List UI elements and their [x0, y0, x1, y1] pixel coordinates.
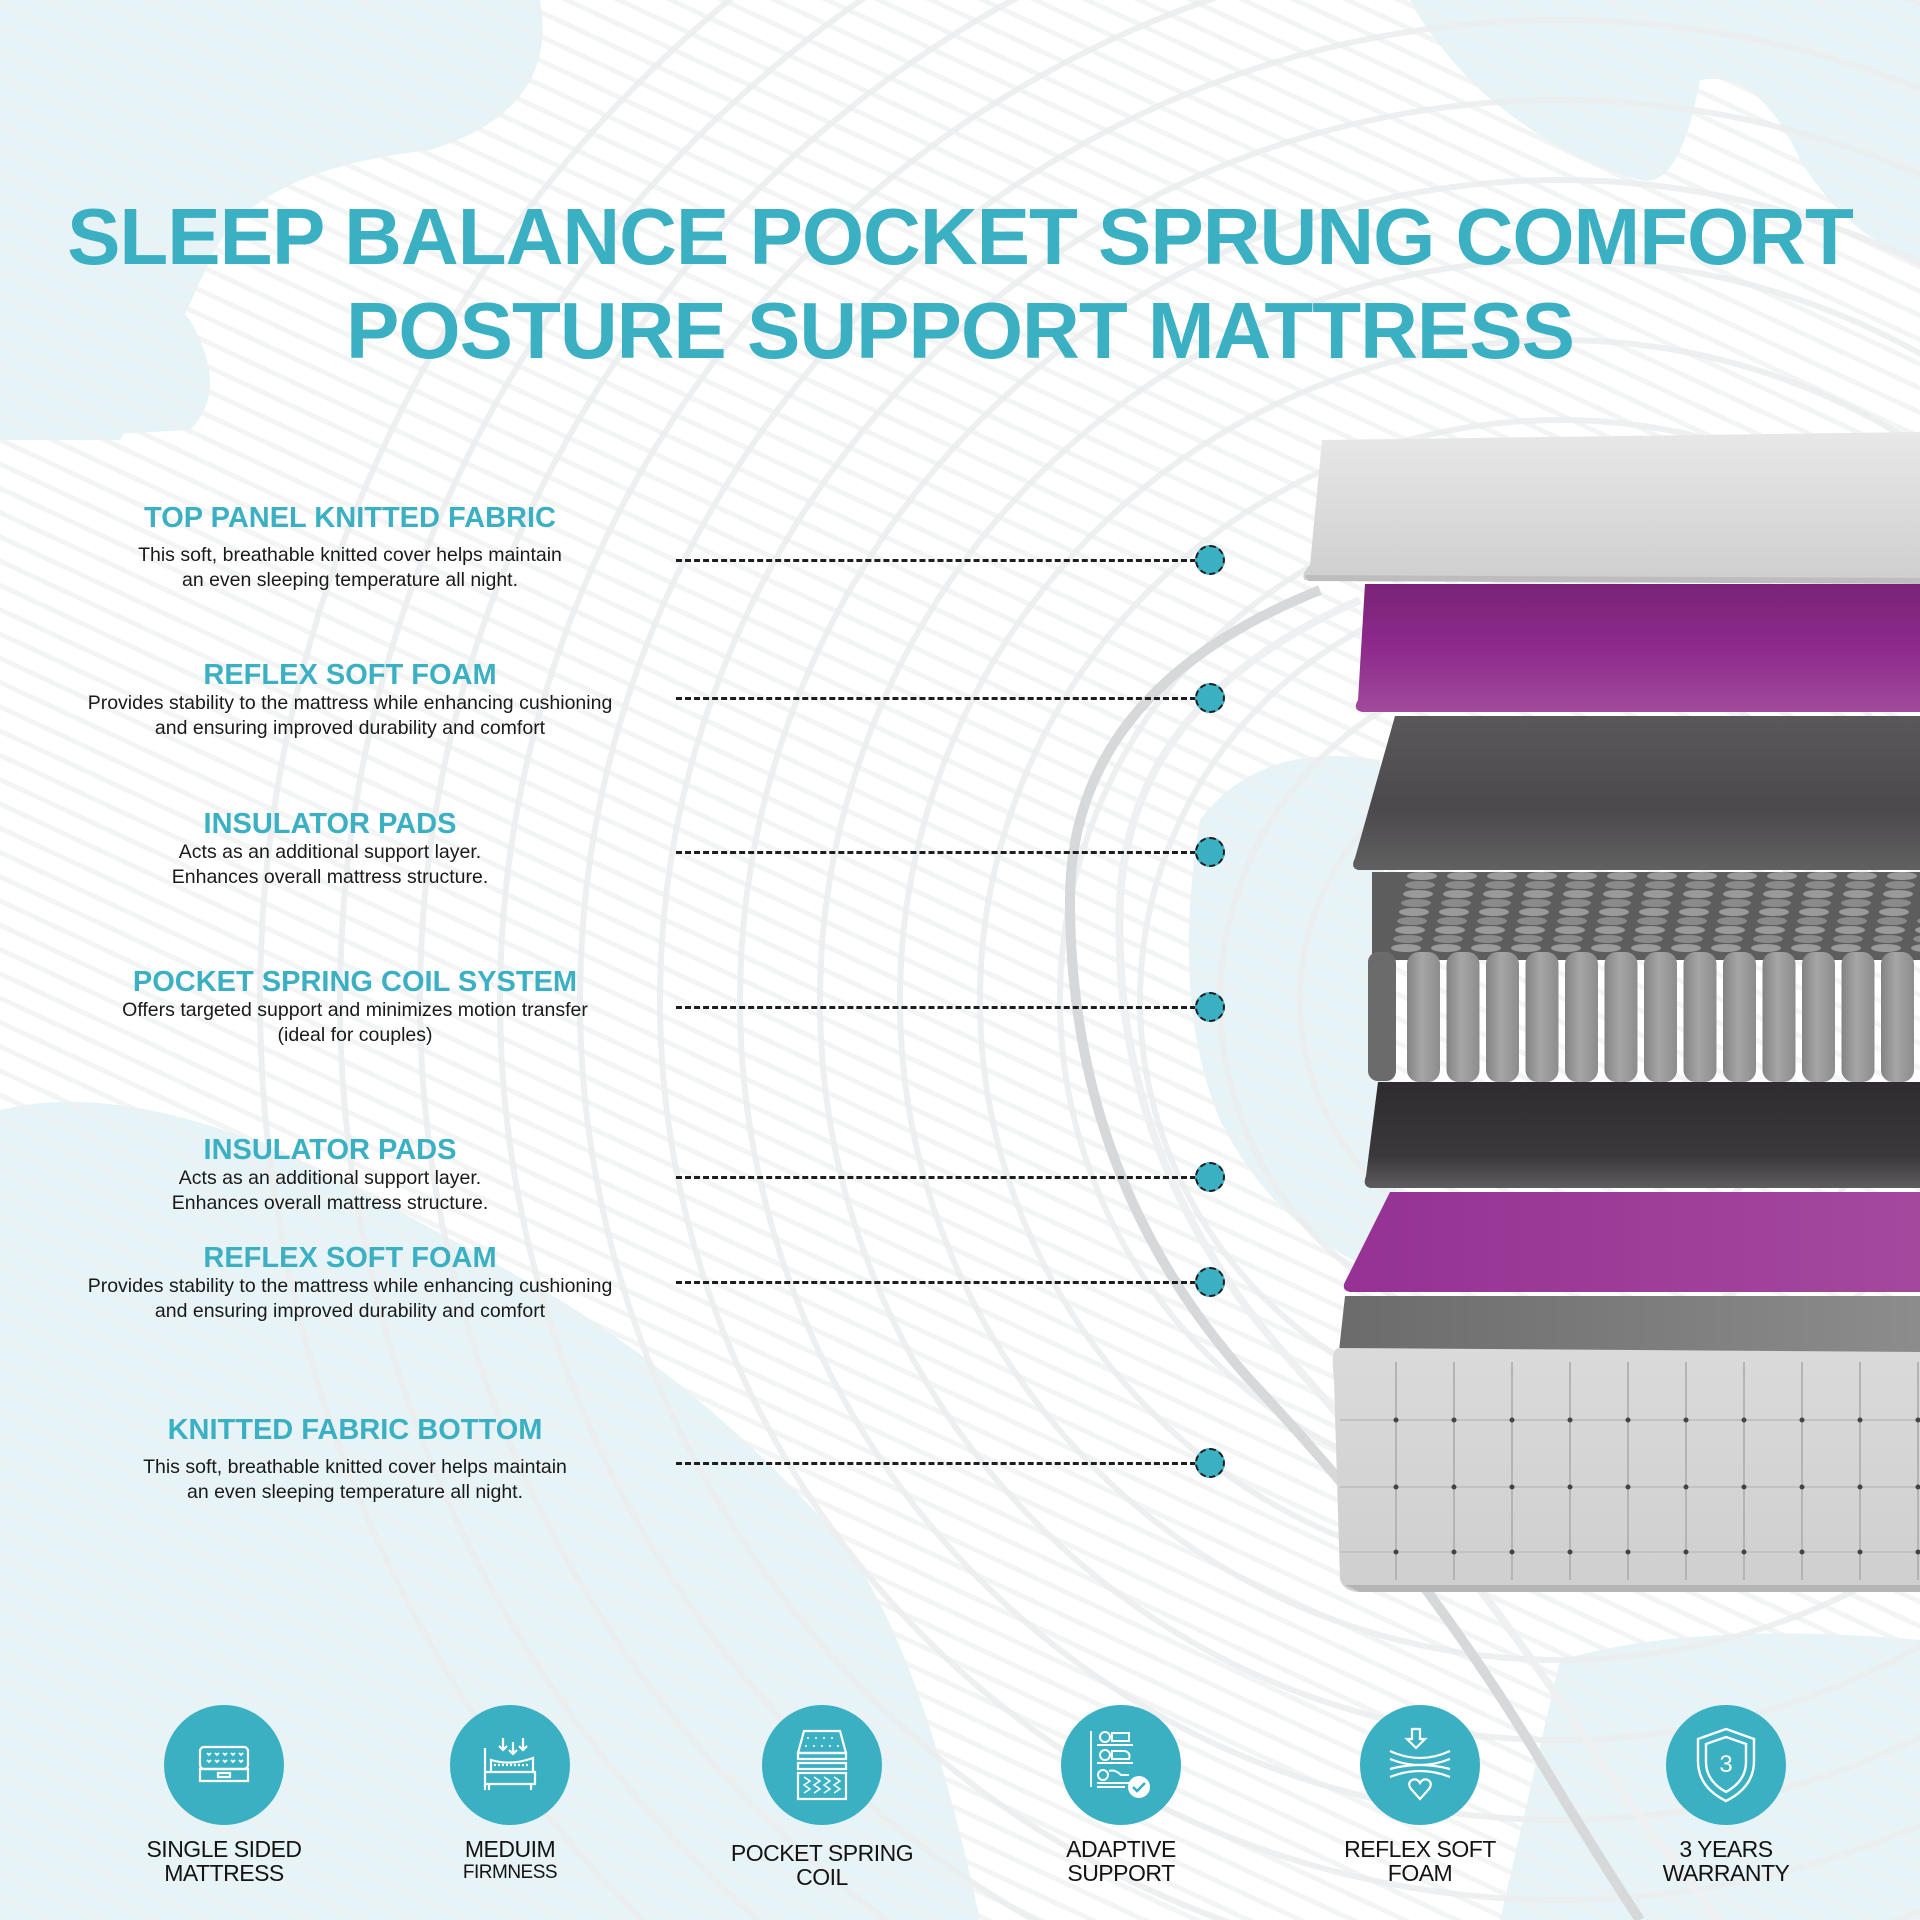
badge-label-line-1: POCKET SPRING [730, 1840, 914, 1866]
leader-line [676, 1006, 1196, 1009]
badge-circle [164, 1705, 284, 1825]
callout-desc-line-2: (ideal for couples) [277, 1023, 433, 1046]
callout-desc-line-2: and ensuring improved durability and com… [154, 1299, 546, 1322]
callout-desc-line-2: and ensuring improved durability and com… [154, 716, 546, 739]
badge-reflex-soft-foam: REFLEX SOFT FOAM [1300, 1705, 1540, 1885]
bed-firmness-icon [483, 1738, 537, 1790]
pocket-spring-icon [796, 1729, 848, 1801]
badge-label-line-2: WARRANTY [1662, 1860, 1790, 1886]
layer-top-fabric [1303, 432, 1920, 584]
callout-pocket-spring-coil: POCKET SPRING COIL SYSTEM Offers targete… [60, 966, 650, 1047]
callout-title: INSULATOR PADS [203, 1134, 457, 1166]
callout-desc-line-2: Enhances overall mattress structure. [171, 865, 489, 888]
callout-insulator-pads-top: INSULATOR PADS Acts as an additional sup… [60, 808, 600, 889]
badge-circle: 3 [1666, 1705, 1786, 1825]
badge-circle [450, 1705, 570, 1825]
callout-marker-dot [1195, 1162, 1225, 1192]
svg-text:3: 3 [1719, 1751, 1732, 1778]
callout-title: REFLEX SOFT FOAM [203, 659, 497, 691]
badge-label-line-2: FIRMNESS [462, 1862, 558, 1883]
callout-title: REFLEX SOFT FOAM [203, 1242, 497, 1274]
badge-label-line-1: SINGLE SIDED [146, 1836, 302, 1862]
callout-marker-dot [1195, 837, 1225, 867]
callout-desc-line-1: This soft, breathable knitted cover help… [143, 1456, 567, 1478]
callout-desc-line-2: an even sleeping temperature all night. [181, 568, 519, 591]
warranty-shield-icon: 3 [1696, 1727, 1756, 1803]
callout-top-panel-fabric: TOP PANEL KNITTED FABRIC This soft, brea… [60, 502, 640, 592]
page-title: SLEEP BALANCE POCKET SPRUNG COMFORT POST… [0, 190, 1920, 378]
badge-pocket-spring-coil: POCKET SPRING COIL [702, 1705, 942, 1889]
callout-desc-line-1: Acts as an additional support layer. [178, 841, 482, 863]
badge-single-sided: SINGLE SIDED MATTRESS [104, 1705, 344, 1885]
badge-3-year-warranty: 3 3 YEARS WARRANTY [1606, 1705, 1846, 1885]
badge-label-line-2: MATTRESS [164, 1860, 284, 1886]
badge-circle [762, 1705, 882, 1825]
callout-reflex-soft-foam-bottom: REFLEX SOFT FOAM Provides stability to t… [60, 1242, 640, 1323]
leader-line [676, 1176, 1196, 1179]
title-line-2: POSTURE SUPPORT MATTRESS [346, 286, 1575, 375]
callout-title: INSULATOR PADS [203, 808, 457, 840]
callout-desc-line-2: Enhances overall mattress structure. [171, 1191, 489, 1214]
callout-title: KNITTED FABRIC BOTTOM [167, 1414, 543, 1446]
badge-label-line-2: FOAM [1387, 1860, 1453, 1886]
leader-line [676, 851, 1196, 854]
callout-desc-line-1: Provides stability to the mattress while… [87, 1275, 613, 1297]
leader-line [676, 1281, 1196, 1284]
callout-desc-line-1: Provides stability to the mattress while… [87, 692, 613, 714]
title-line-1: SLEEP BALANCE POCKET SPRUNG COMFORT [67, 192, 1854, 281]
callout-knitted-fabric-bottom: KNITTED FABRIC BOTTOM This soft, breatha… [60, 1414, 650, 1504]
leader-line [676, 1462, 1196, 1465]
callout-desc-line-2: an even sleeping temperature all night. [186, 1480, 524, 1503]
callout-reflex-soft-foam-top: REFLEX SOFT FOAM Provides stability to t… [60, 659, 640, 740]
callout-insulator-pads-bottom: INSULATOR PADS Acts as an additional sup… [60, 1134, 600, 1215]
badge-circle [1061, 1705, 1181, 1825]
callout-desc-line-1: Acts as an additional support layer. [178, 1167, 482, 1189]
badge-label-line-1: MEDUIM [464, 1836, 556, 1862]
mattress-icon [198, 1745, 250, 1783]
callout-marker-dot [1195, 992, 1225, 1022]
badge-label-line-2: COIL [796, 1864, 848, 1890]
callout-desc-line-1: Offers targeted support and minimizes mo… [122, 999, 588, 1021]
badge-label-line-1: 3 YEARS [1679, 1836, 1773, 1862]
badge-label-line-2: SUPPORT [1067, 1860, 1175, 1886]
badge-circle [1360, 1705, 1480, 1825]
callout-marker-dot [1195, 545, 1225, 575]
badge-label-line-1: ADAPTIVE [1066, 1836, 1176, 1862]
leader-line [676, 697, 1196, 700]
leader-line [676, 559, 1196, 562]
callout-desc-line-1: This soft, breathable knitted cover help… [138, 544, 562, 566]
adaptive-support-icon [1090, 1731, 1150, 1798]
badge-medium-firmness: MEDUIM FIRMNESS [390, 1705, 630, 1885]
badge-adaptive-support: ADAPTIVE SUPPORT [1001, 1705, 1241, 1885]
reflex-foam-icon [1389, 1727, 1451, 1801]
callout-marker-dot [1195, 1448, 1225, 1478]
callout-marker-dot [1195, 683, 1225, 713]
callout-title: TOP PANEL KNITTED FABRIC [144, 502, 556, 534]
callout-title: POCKET SPRING COIL SYSTEM [132, 966, 578, 998]
badge-label-line-1: REFLEX SOFT [1344, 1836, 1496, 1862]
callout-marker-dot [1195, 1267, 1225, 1297]
